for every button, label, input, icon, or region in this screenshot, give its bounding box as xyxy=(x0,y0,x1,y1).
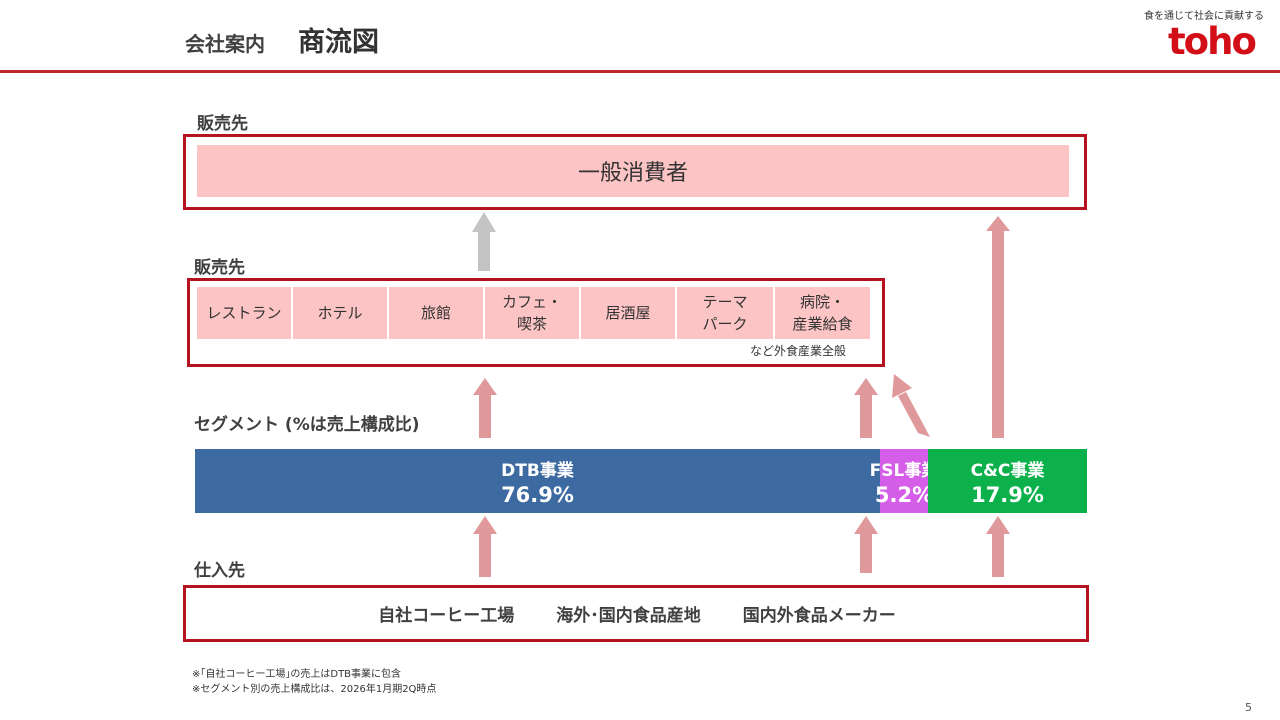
header-divider xyxy=(0,70,1280,73)
supplier-frame xyxy=(183,585,1089,642)
segment-cc-share: 17.9% xyxy=(971,482,1044,507)
toho-logo: toho xyxy=(1168,20,1257,63)
customer-cell-hospital: 病院・ 産業給食 xyxy=(775,287,870,339)
segment-fsl: FSL事業 5.2% xyxy=(870,449,938,513)
consumer-section-label: 販売先 xyxy=(197,114,248,134)
company-tagline: 食を通じて社会に貢献する xyxy=(1144,11,1264,22)
page-title: 商流図 xyxy=(298,27,379,58)
customer-cell-cafe: カフェ・ 喫茶 xyxy=(485,287,579,339)
customer-cell-ryokan: 旅館 xyxy=(389,287,483,339)
arrow-diagonal-fsl-icon xyxy=(892,374,930,437)
footnote-1: ※｢自社コーヒー工場｣の売上はDTB事業に包含 xyxy=(192,669,402,680)
arrow-up-gray-icon xyxy=(472,212,496,271)
arrow-up-supplier-dtb-icon xyxy=(473,516,497,577)
supplier-food-origins: 海外･国内食品産地 xyxy=(556,605,701,626)
foodservice-note: など外食産業全般 xyxy=(750,344,847,358)
supplier-list: 自社コーヒー工場 海外･国内食品産地 国内外食品メーカー xyxy=(185,585,1089,641)
customer-cell-izakaya: 居酒屋 xyxy=(581,287,675,339)
supplier-coffee-factory: 自社コーヒー工場 xyxy=(378,605,515,626)
customer-cell-theme-park: テーマ パーク xyxy=(677,287,773,339)
arrow-up-supplier-fsl-icon xyxy=(854,516,878,573)
arrow-up-dtb-right-customer-icon xyxy=(854,378,878,438)
consumer-box: 一般消費者 xyxy=(197,145,1069,197)
customer-cell-restaurant: レストラン xyxy=(197,287,291,339)
segment-dtb-name: DTB事業 xyxy=(501,460,574,481)
segment-section-label: セグメント (%は売上構成比) xyxy=(194,415,420,435)
arrow-up-cc-consumer-icon xyxy=(986,216,1010,438)
arrow-up-dtb-customer-icon xyxy=(473,378,497,438)
foodservice-frame xyxy=(187,278,885,367)
supplier-food-makers: 国内外食品メーカー xyxy=(742,605,896,626)
supplier-section-label: 仕入先 xyxy=(194,561,245,581)
segment-dtb-share: 76.9% xyxy=(501,482,574,507)
segment-fsl-share: 5.2% xyxy=(874,482,934,507)
customer-cell-hotel: ホテル xyxy=(293,287,387,339)
segment-fsl-name: FSL事業 xyxy=(869,460,939,481)
segment-cc-name: C&C事業 xyxy=(970,460,1045,481)
segment-cc: C&C事業 17.9% xyxy=(928,449,1087,513)
header-subtitle: 会社案内 xyxy=(185,32,265,56)
footnote-2: ※セグメント別の売上構成比は、2026年1月期2Q時点 xyxy=(192,684,437,695)
arrow-up-supplier-cc-icon xyxy=(986,516,1010,577)
consumer-frame xyxy=(183,134,1087,210)
page-number: 5 xyxy=(1245,701,1252,714)
segment-dtb: DTB事業 76.9% xyxy=(195,449,880,513)
foodservice-section-label: 販売先 xyxy=(194,258,245,278)
